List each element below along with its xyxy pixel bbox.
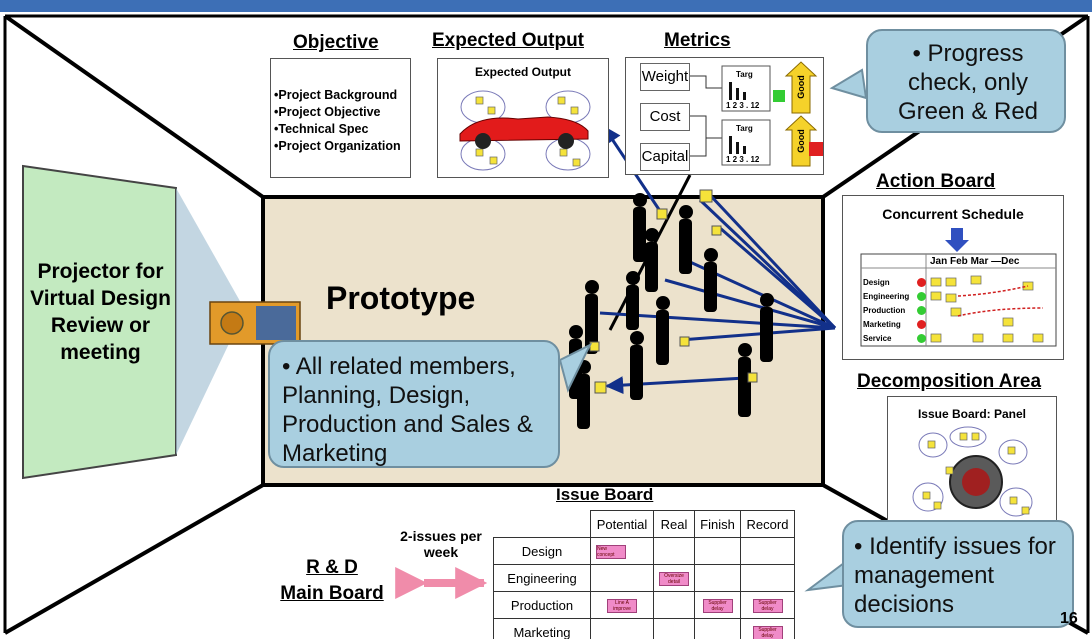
projector-icon bbox=[209, 301, 301, 345]
sticky-note: Supplier delay bbox=[752, 598, 783, 613]
metric-connectors bbox=[690, 61, 818, 167]
schedule-row-label: Production bbox=[863, 306, 906, 315]
issue-row-label: Marketing bbox=[493, 618, 591, 639]
issue-corner-cell bbox=[493, 510, 591, 538]
action-board-panel: Concurrent Schedule Jan Feb Mar —Dec Des… bbox=[842, 195, 1064, 360]
metric-cost-label: Cost bbox=[640, 103, 690, 131]
car-icon bbox=[459, 90, 591, 171]
schedule-grid bbox=[860, 228, 1057, 347]
issue-board-table: Potential Real Finish Record Design New … bbox=[493, 510, 795, 639]
expected-output-header: Expected Output bbox=[432, 30, 585, 51]
issue-column-header: Record bbox=[740, 510, 795, 538]
projector-label: Projector for Virtual Design Review or m… bbox=[30, 260, 171, 364]
issue-column-header: Real bbox=[653, 510, 695, 538]
mini-chart-title: Targ bbox=[736, 124, 753, 133]
status-red-indicator bbox=[809, 142, 823, 156]
objective-item: •Project Background bbox=[274, 88, 398, 102]
mini-chart-axis: 1 2 3 . 12 bbox=[726, 155, 760, 164]
status-dot bbox=[917, 292, 926, 301]
metrics-panel: Weight Cost Capital Targ 1 2 3 . 12 Targ… bbox=[625, 57, 824, 175]
schedule-row-label: Engineering bbox=[863, 292, 910, 301]
schedule-row-label: Design bbox=[863, 278, 890, 287]
sticky-note: Supplier delay bbox=[702, 598, 733, 613]
objective-item: •Project Organization bbox=[274, 139, 401, 153]
rd-label-line: R & D bbox=[306, 557, 358, 578]
schedule-rows: Design Engineering Production Marketing … bbox=[863, 276, 909, 346]
rd-label-line: Main Board bbox=[280, 583, 384, 604]
members-callout: • All related members, Planning, Design,… bbox=[268, 340, 560, 468]
mini-chart-title: Targ bbox=[736, 70, 753, 79]
schedule-row-label: Marketing bbox=[863, 320, 901, 329]
sticky-note: New concept bbox=[596, 544, 626, 559]
decomposition-panel: Issue Board: Panel bbox=[887, 396, 1057, 526]
status-dot bbox=[917, 320, 926, 329]
progress-callout: • Progress check, only Green & Red bbox=[866, 29, 1066, 133]
metric-weight-label: Weight bbox=[640, 63, 690, 91]
objective-item: •Project Objective bbox=[274, 105, 381, 119]
issue-row-label: Production bbox=[493, 591, 591, 619]
expected-output-inner-title: Expected Output bbox=[474, 65, 571, 79]
sticky-note: Line A improve bbox=[607, 598, 637, 613]
metric-capital-label: Capital bbox=[640, 143, 690, 171]
good-label: Good bbox=[796, 129, 806, 153]
objective-item: •Technical Spec bbox=[274, 122, 369, 136]
issue-frequency-label: 2-issues per week bbox=[400, 528, 482, 560]
decomposition-header: Decomposition Area bbox=[857, 371, 1042, 392]
team-members-icon bbox=[569, 193, 774, 429]
expected-output-panel: Expected Output bbox=[437, 58, 609, 178]
status-green-indicator bbox=[773, 90, 785, 102]
prototype-label: Prototype bbox=[326, 280, 476, 316]
sticky-note: Oversize detail bbox=[659, 571, 689, 586]
metrics-header: Metrics bbox=[664, 30, 731, 51]
status-dot bbox=[917, 334, 926, 343]
action-board-header: Action Board bbox=[876, 171, 996, 192]
issue-row-label: Design bbox=[493, 537, 591, 565]
page-number: 16 bbox=[1060, 610, 1078, 627]
issue-row-label: Engineering bbox=[493, 564, 591, 592]
objective-panel: •Project Background •Project Objective •… bbox=[270, 58, 411, 178]
schedule-row-label: Service bbox=[863, 334, 892, 343]
status-dot bbox=[917, 306, 926, 315]
mini-chart-axis: 1 2 3 . 12 bbox=[726, 101, 760, 110]
concurrent-schedule-title: Concurrent Schedule bbox=[882, 206, 1024, 222]
issue-column-header: Finish bbox=[694, 510, 741, 538]
issue-board-header: Issue Board bbox=[556, 485, 654, 504]
sticky-note: Supplier delay bbox=[752, 625, 783, 639]
issue-column-header: Potential bbox=[590, 510, 654, 538]
schedule-months: Jan Feb Mar —Dec bbox=[930, 256, 1020, 267]
identify-callout: • Identify issues for management decisio… bbox=[842, 520, 1074, 628]
status-dot bbox=[917, 278, 926, 287]
good-label: Good bbox=[796, 75, 806, 99]
panel-part-icon bbox=[912, 426, 1033, 517]
rd-main-board-label: R & D Main Board bbox=[262, 555, 402, 607]
objective-header: Objective bbox=[293, 32, 379, 53]
issue-panel-title: Issue Board: Panel bbox=[917, 407, 1027, 421]
